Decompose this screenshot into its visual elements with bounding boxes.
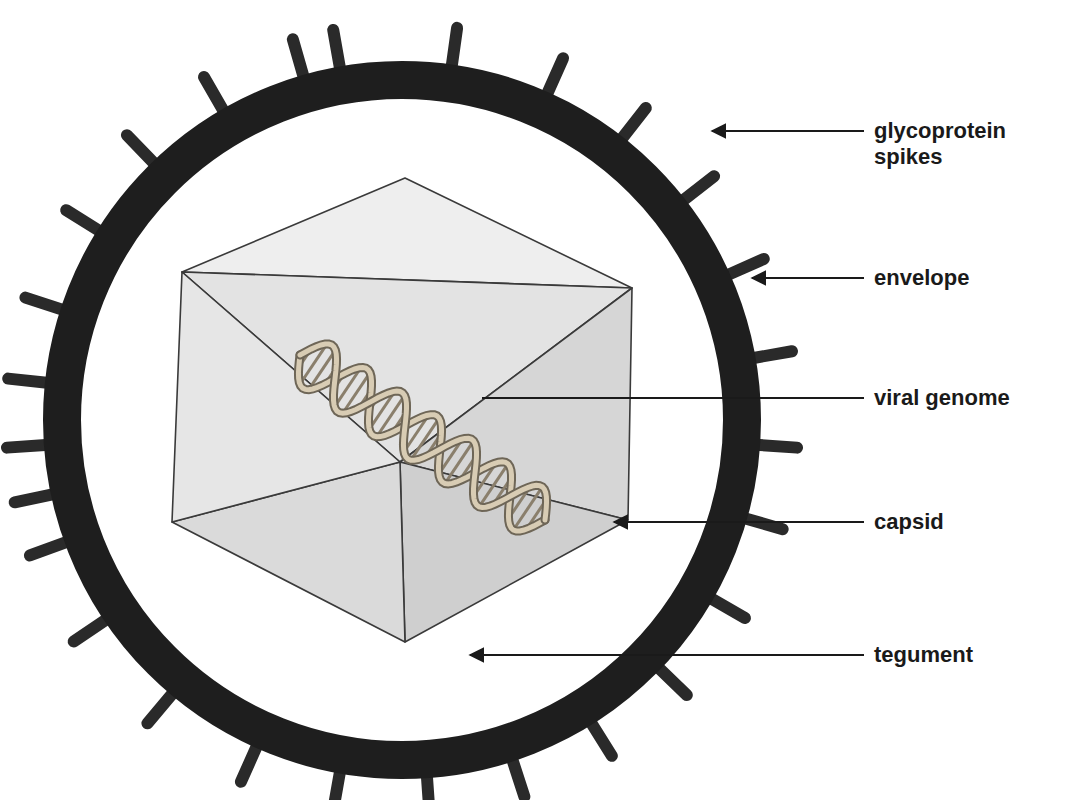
glycoprotein-spikes	[7, 28, 797, 800]
dna-helix	[298, 344, 546, 531]
part-label: tegument	[874, 642, 973, 668]
part-label: capsid	[874, 509, 944, 535]
part-label: viral genome	[874, 385, 1024, 411]
strand-outline	[300, 344, 547, 520]
part-label: envelope	[874, 265, 969, 291]
part-label: glycoprotein spikes	[874, 118, 1044, 170]
leader-lines	[470, 131, 864, 655]
strand	[300, 344, 547, 520]
capsid-icosahedron	[172, 178, 632, 642]
envelope-ring	[62, 80, 742, 760]
